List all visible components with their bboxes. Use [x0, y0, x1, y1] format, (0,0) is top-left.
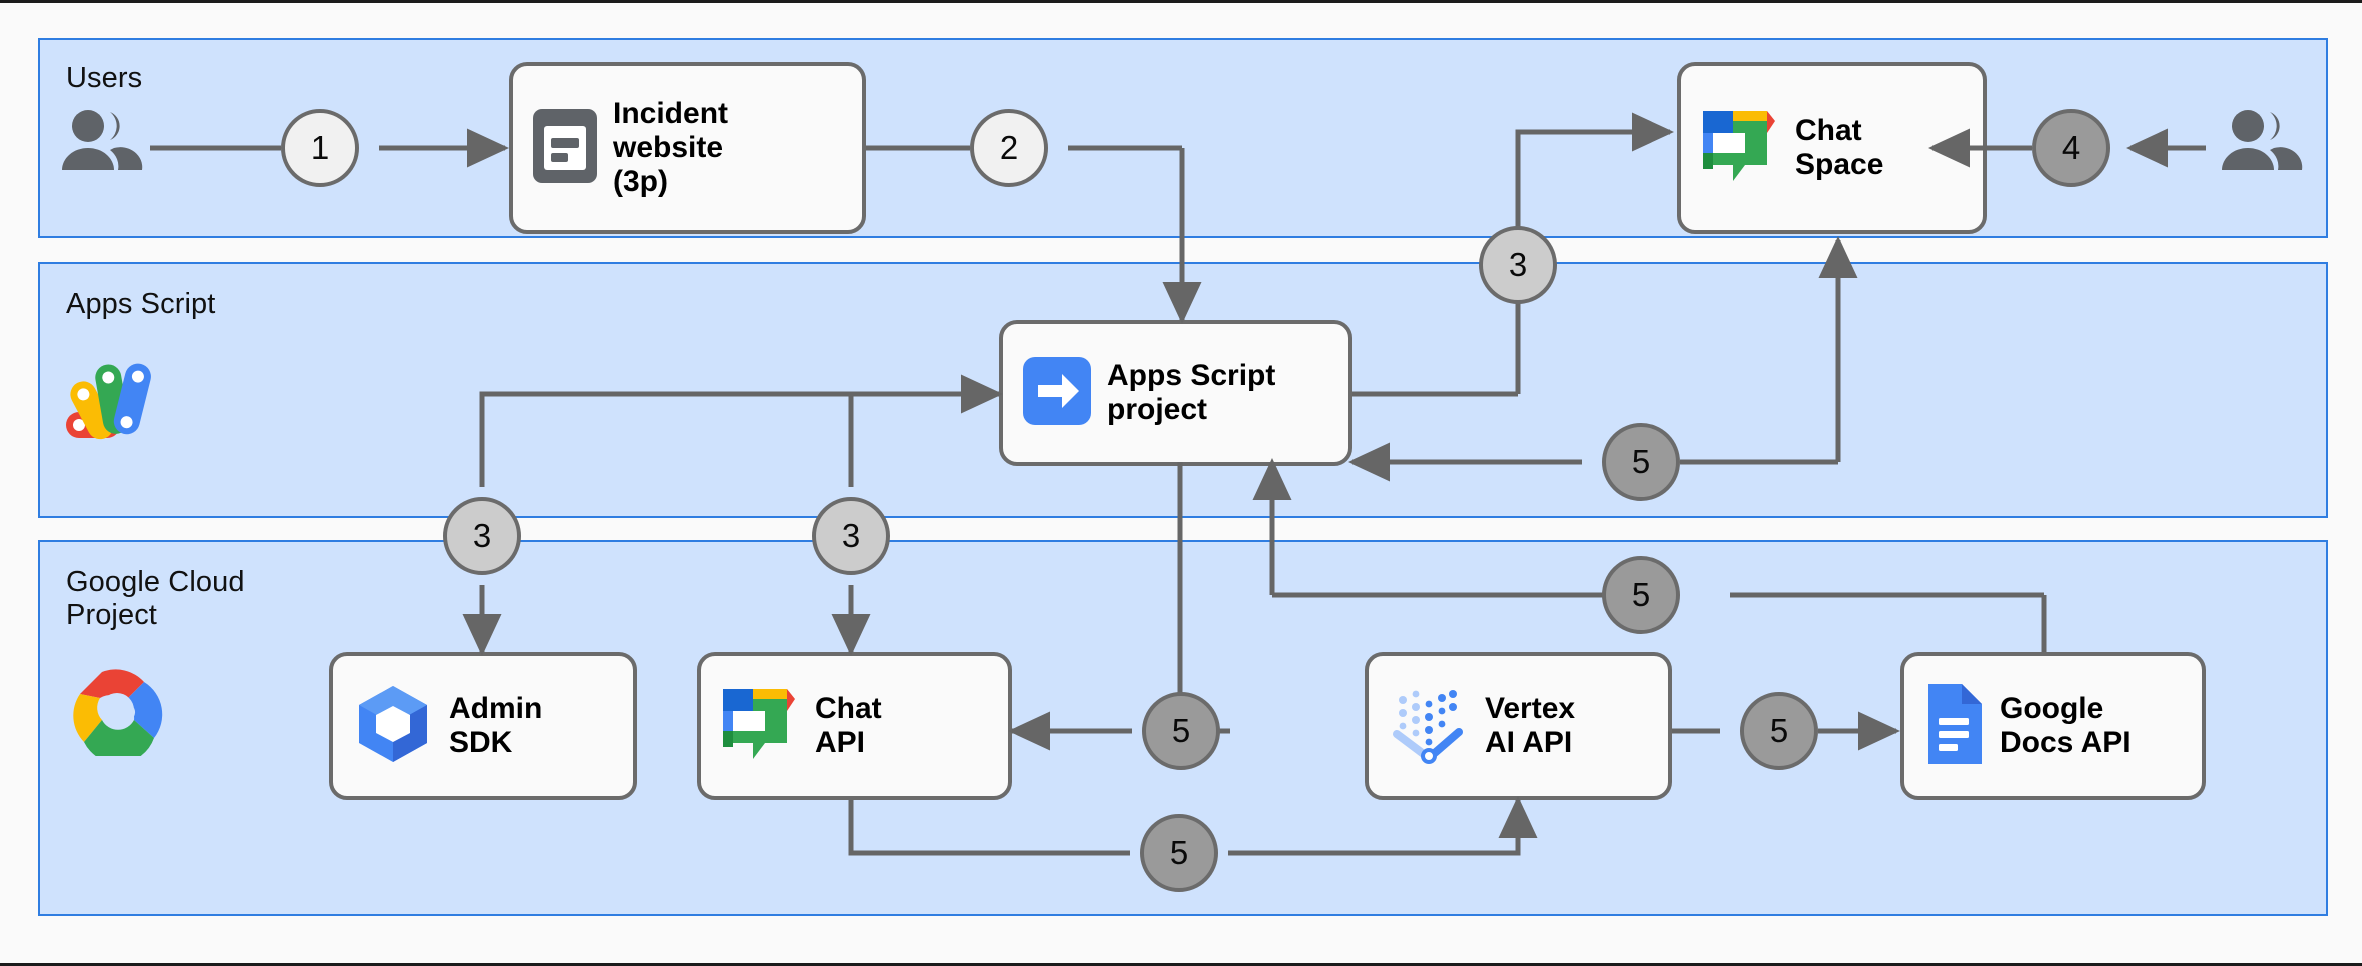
panel-title-users: Users: [66, 62, 143, 94]
badge-step-5-chat-space[interactable]: 5: [1602, 423, 1680, 501]
badge-step-5-chat-api[interactable]: 5: [1142, 692, 1220, 770]
badge-step-3-chat-space[interactable]: 3: [1479, 226, 1557, 304]
users-right-icon: [2218, 108, 2306, 179]
admin-sdk-icon: [351, 682, 435, 771]
badge-step-5-vertex-ai-api[interactable]: 5: [1740, 692, 1818, 770]
panel-title-apps-script: Apps Script: [66, 288, 216, 320]
badge-step-3-admin-sdk[interactable]: 3: [443, 497, 521, 575]
node-apps-script-project[interactable]: Apps Script project: [999, 320, 1352, 466]
badge-step-5-google-docs-api[interactable]: 5: [1602, 556, 1680, 634]
google-cloud-logo: [62, 664, 172, 764]
panel-title-google-cloud-project: Google Cloud Project: [66, 566, 245, 632]
node-incident-website[interactable]: Incident website (3p): [509, 62, 866, 234]
vertex-ai-icon: [1387, 682, 1471, 771]
google-chat-icon: [1699, 105, 1781, 192]
node-vertex-ai-api[interactable]: Vertex AI API: [1365, 652, 1672, 800]
google-chat-icon: [719, 683, 801, 770]
node-label-apps-script-project: Apps Script project: [1107, 358, 1276, 426]
node-chat-api[interactable]: Chat API: [697, 652, 1012, 800]
node-label-chat-api: Chat API: [815, 691, 882, 759]
node-admin-sdk[interactable]: Admin SDK: [329, 652, 637, 800]
badge-step-3-chat-api[interactable]: 3: [812, 497, 890, 575]
apps-script-project-icon: [1021, 355, 1093, 432]
badge-step-4[interactable]: 4: [2032, 109, 2110, 187]
badge-step-2[interactable]: 2: [970, 109, 1048, 187]
node-google-docs-api[interactable]: Google Docs API: [1900, 652, 2206, 800]
node-label-admin-sdk: Admin SDK: [449, 691, 543, 759]
badge-step-1[interactable]: 1: [281, 109, 359, 187]
node-label-incident-website: Incident website (3p): [613, 96, 729, 199]
node-label-google-docs-api: Google Docs API: [2000, 691, 2131, 759]
apps-script-logo: [62, 360, 166, 440]
users-left-icon: [58, 108, 146, 179]
badge-step-5-chat-api-to-vertex[interactable]: 5: [1140, 814, 1218, 892]
web-page-icon: [531, 107, 599, 190]
node-chat-space[interactable]: Chat Space: [1677, 62, 1987, 234]
node-label-chat-space: Chat Space: [1795, 113, 1884, 181]
google-docs-icon: [1922, 682, 1986, 771]
node-label-vertex-ai-api: Vertex AI API: [1485, 691, 1576, 759]
